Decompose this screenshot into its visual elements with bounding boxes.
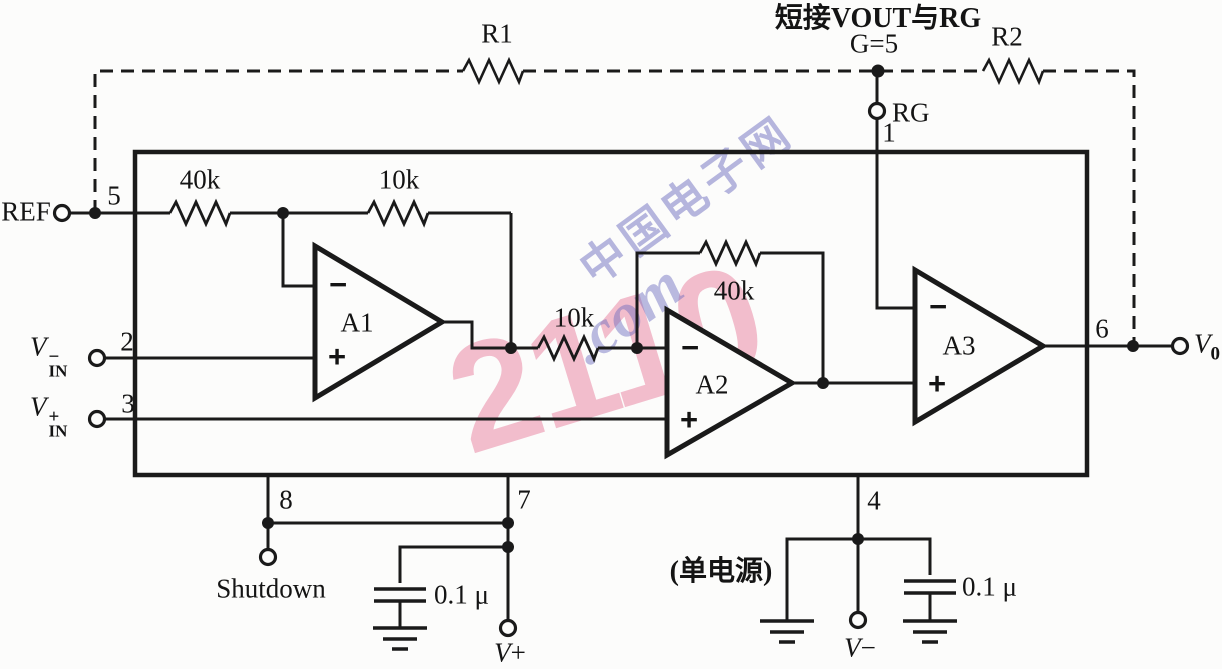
pin-3-label: 3 bbox=[121, 388, 135, 419]
terminal-rg bbox=[867, 101, 887, 121]
opamp-a2-minus-sign: − bbox=[680, 330, 700, 365]
opamp-a1-plus-sign: + bbox=[327, 339, 347, 374]
vminus-sign: − bbox=[860, 632, 876, 663]
vin-plus-label: V+IN bbox=[30, 391, 68, 441]
resistor-10k-mid bbox=[536, 335, 600, 361]
opamp-a1-label: A1 bbox=[340, 307, 374, 338]
opamp-a3-triangle bbox=[912, 265, 1048, 427]
pin-8-label: 8 bbox=[279, 484, 293, 515]
ref-label: REF bbox=[1, 196, 51, 227]
capacitor-c2-label: 0.1 μ bbox=[962, 571, 1017, 602]
opamp-a1-triangle bbox=[312, 241, 447, 403]
vin-plus-v: V bbox=[30, 391, 47, 422]
vplus-sign: + bbox=[510, 637, 526, 668]
pin-5-label: 5 bbox=[107, 180, 121, 211]
vplus-label: V+ bbox=[494, 638, 526, 669]
vminus-label: V− bbox=[844, 633, 876, 664]
terminal-shutdown bbox=[258, 547, 278, 567]
pin-7-label: 7 bbox=[517, 484, 531, 515]
capacitor-c2 bbox=[902, 579, 958, 595]
vplus-v: V bbox=[494, 637, 511, 668]
pin-4-label: 4 bbox=[867, 485, 881, 516]
capacitor-c1-label: 0.1 μ bbox=[434, 579, 489, 610]
opamp-a3-plus-sign: + bbox=[927, 366, 947, 401]
vout-label: V0 bbox=[1194, 329, 1220, 366]
terminal-vplus bbox=[498, 618, 518, 638]
resistor-r2 bbox=[981, 58, 1045, 84]
opamp-a2-plus-sign: + bbox=[679, 402, 699, 437]
vin-minus-sup: − bbox=[48, 346, 60, 368]
terminal-vin-minus bbox=[87, 348, 107, 368]
opamp-a3-minus-sign: − bbox=[928, 289, 948, 324]
ground-c1 bbox=[371, 626, 429, 651]
terminal-vout bbox=[1170, 336, 1190, 356]
resistor-10k-mid-label: 10k bbox=[553, 302, 595, 333]
shutdown-label: Shutdown bbox=[216, 573, 326, 604]
opamp-a2-triangle bbox=[664, 305, 797, 460]
dashed-feedback-path bbox=[93, 69, 1136, 346]
ground-c2 bbox=[901, 619, 959, 644]
vin-minus-v: V bbox=[30, 331, 47, 362]
resistor-40k-a1-label: 40k bbox=[179, 164, 221, 195]
resistor-r1 bbox=[461, 58, 525, 84]
ic-boundary bbox=[132, 149, 1090, 478]
vout-sub: 0 bbox=[1210, 343, 1221, 365]
resistor-40k-a1 bbox=[168, 200, 232, 226]
vout-v: V bbox=[1194, 328, 1211, 359]
single-supply-note: (单电源) bbox=[669, 556, 773, 587]
resistor-10k-a1 bbox=[366, 200, 430, 226]
gain-label: G=5 bbox=[849, 28, 899, 59]
capacitor-c1 bbox=[372, 587, 428, 603]
resistor-10k-a1-label: 10k bbox=[378, 164, 420, 195]
terminal-vminus bbox=[848, 610, 868, 630]
opamp-a3-label: A3 bbox=[942, 330, 976, 361]
resistor-r2-label: R2 bbox=[991, 21, 1023, 52]
opamp-a2-label: A2 bbox=[695, 369, 729, 400]
vin-plus-sub: IN bbox=[48, 421, 68, 441]
resistor-40k-a2 bbox=[698, 240, 762, 266]
opamp-a1-minus-sign: − bbox=[328, 267, 348, 302]
vminus-v: V bbox=[844, 632, 861, 663]
terminal-ref bbox=[52, 203, 72, 223]
vin-minus-sub: IN bbox=[48, 361, 68, 381]
vin-plus-sup: + bbox=[48, 406, 60, 428]
vin-minus-label: V−IN bbox=[30, 331, 68, 381]
pin-1-label: 1 bbox=[882, 117, 896, 148]
pin-6-label: 6 bbox=[1095, 313, 1109, 344]
rg-terminal-label: RG bbox=[892, 97, 930, 128]
pin-2-label: 2 bbox=[120, 326, 134, 357]
wire-net bbox=[69, 71, 1173, 628]
ground-pin4 bbox=[758, 619, 816, 644]
resistor-r1-label: R1 bbox=[481, 18, 513, 49]
resistor-40k-a2-label: 40k bbox=[713, 275, 755, 306]
note-short-vout-rg: 短接VOUT与RG bbox=[774, 3, 982, 34]
junction-dots bbox=[89, 64, 1139, 553]
terminal-vin-plus bbox=[87, 409, 107, 429]
